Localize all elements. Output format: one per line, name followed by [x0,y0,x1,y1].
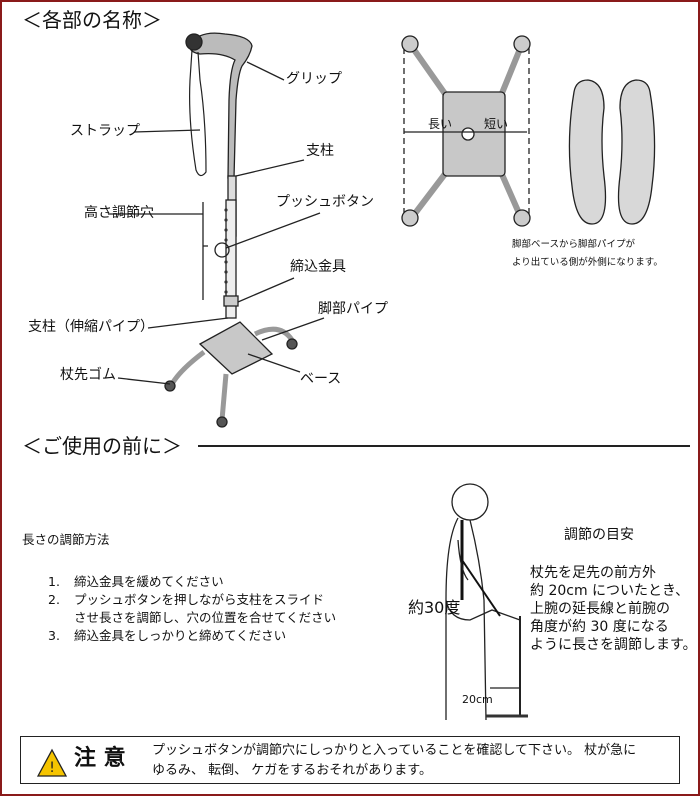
adjust-method-title: 長さの調節方法 [22,532,110,547]
step-number: 2. [48,592,60,607]
label-leg-pipe: 脚部パイプ [318,301,388,317]
base-note-line2: より出ている側が外側になります。 [512,257,663,268]
step-text: 締込金具を緩めてください [74,574,224,589]
label-height-holes: 高さ調節穴 [84,205,154,221]
cane-base [198,321,274,375]
caution-line2: ゆるみ、 転倒、 ケガをするおそれがあります。 [152,763,432,778]
cane-extension-pipe [225,199,237,319]
label-strap: ストラップ [70,123,140,139]
leg-front [219,373,229,421]
label-base: ベース [300,371,342,387]
cane-strap [189,49,207,177]
caution-box [20,736,680,784]
person-figure [445,483,528,721]
label-tip-rubber: 杖先ゴム [60,367,116,383]
height-hole-dots [224,208,228,294]
foot-right [617,79,656,225]
guide-line: 約 20cm についたとき、 [530,583,690,599]
step-text: させ長さを調節し、穴の位置を合せてください [74,610,337,625]
label-grip: グリップ [286,71,342,87]
guide-line: 杖先を足先の前方外 [530,565,656,581]
step-text: 締込金具をしっかりと締めてください [74,628,287,643]
grip-cap [185,33,203,51]
step-text: プッシュボタンを押しながら支柱をスライド [74,592,325,607]
parts-heading: ＜各部の名称＞ [22,8,162,32]
warning-triangle [36,748,68,777]
lock-fitting [223,295,239,307]
label-lock-fitting: 締込金具 [290,259,346,275]
caution-line1: プッシュボタンが調節穴にしっかりと入っていることを確認して下さい。 杖が急に [152,743,637,758]
label-push-button: プッシュボタン [276,194,374,210]
before-use-heading: ＜ご使用の前に＞ [22,434,182,458]
foot-left [568,79,607,225]
label-long: 長い [428,117,453,131]
base-note-line1: 脚部ベースから脚部パイプが [512,239,636,250]
warning-exclamation: ! [49,760,55,776]
distance-label: 20cm [462,693,493,706]
step-number: 1. [48,574,60,589]
label-shaft-extension: 支柱（伸縮パイプ） [28,319,154,335]
leg-left [169,350,206,386]
guide-line: 上腕の延長線と前腕の [530,601,670,617]
label-short: 短い [484,117,509,131]
leg-right [253,326,295,342]
angle-label: 約30度 [408,598,461,617]
guide-line: ように長さを調節します。 [530,637,697,653]
step-number: 3. [48,628,60,643]
guide-title: 調節の目安 [564,527,634,543]
guide-line: 角度が約 30 度になる [530,619,669,635]
caution-label: 注 意 [74,746,126,771]
label-shaft: 支柱 [306,143,334,159]
top-view-legs [407,42,525,222]
cane-grip [189,32,253,179]
push-button-circle [214,242,230,258]
